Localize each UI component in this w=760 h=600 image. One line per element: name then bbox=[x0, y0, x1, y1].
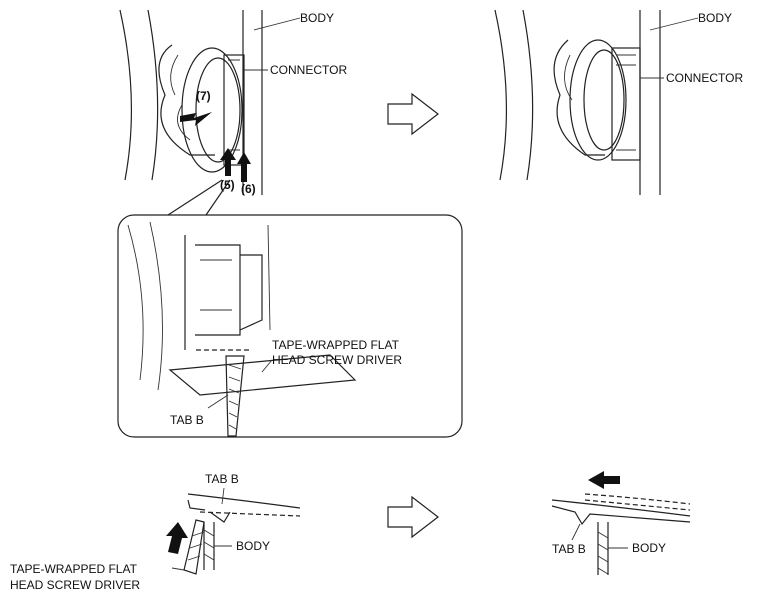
connector-label-top-right: CONNECTOR bbox=[666, 71, 743, 85]
tape-driver-label-bottom-line1: TAPE-WRAPPED FLAT bbox=[10, 562, 138, 576]
screwdriver-shaft bbox=[225, 355, 245, 437]
tape-driver-label-bottom-line2: HEAD SCREW DRIVER bbox=[10, 578, 140, 592]
process-arrow-bottom-icon bbox=[387, 495, 439, 539]
tab-b-label-bottom-left: TAB B bbox=[205, 472, 239, 486]
tape-driver-label-detail-line2: HEAD SCREW DRIVER bbox=[272, 353, 402, 367]
body-label-top-left: BODY bbox=[300, 11, 334, 25]
connector-label-top-left: CONNECTOR bbox=[270, 63, 347, 77]
push-arrow-5-icon bbox=[220, 148, 236, 176]
body-label-bottom-right: BODY bbox=[632, 541, 666, 555]
push-arrow-7-icon bbox=[180, 112, 212, 126]
tab-b-label-bottom-right: TAB B bbox=[552, 542, 586, 556]
body-label-top-right: BODY bbox=[698, 11, 732, 25]
slide-arrow-icon bbox=[588, 471, 620, 489]
step-7-label: (7) bbox=[196, 89, 211, 103]
bottom-left-figure: TAB B BODY TAPE-WRAPPED FLAT HEAD SCREW … bbox=[10, 472, 301, 592]
detail-callout: TAPE-WRAPPED FLAT HEAD SCREW DRIVER TAB … bbox=[117, 214, 463, 438]
top-left-figure: BODY CONNECTOR (7) (5) (6) bbox=[119, 9, 347, 216]
tape-driver-label-detail-line1: TAPE-WRAPPED FLAT bbox=[272, 338, 400, 352]
push-arrow-bottom-icon bbox=[166, 522, 188, 554]
top-right-figure: BODY CONNECTOR bbox=[494, 9, 743, 195]
body-label-bottom-left: BODY bbox=[236, 539, 270, 553]
bottom-right-figure: TAB B BODY bbox=[551, 471, 691, 575]
push-arrow-6-icon bbox=[237, 152, 251, 182]
tab-b-label-detail: TAB B bbox=[170, 413, 204, 427]
process-arrow-top-icon bbox=[387, 92, 439, 136]
step-5-label: (5) bbox=[220, 178, 235, 192]
step-6-label: (6) bbox=[241, 182, 256, 196]
